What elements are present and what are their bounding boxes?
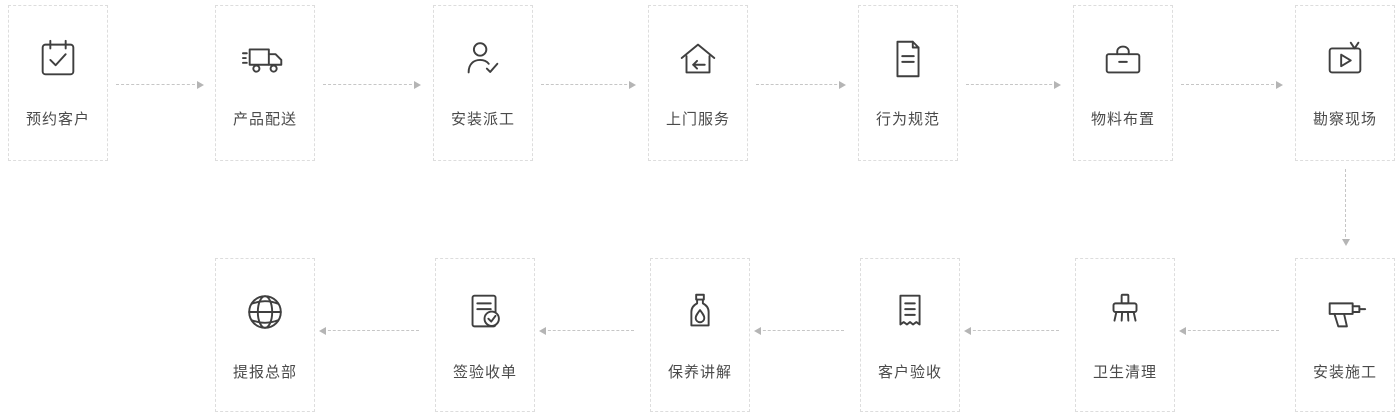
globe-icon [242, 289, 288, 335]
flow-arrow-left [964, 327, 1059, 335]
cleaning-brush-icon [1102, 289, 1148, 335]
flow-arrow-left [1179, 327, 1279, 335]
step-code-of-conduct: 行为规范 [858, 5, 958, 161]
drill-icon [1322, 289, 1368, 335]
materials-box-icon [1100, 36, 1146, 82]
home-service-icon [675, 36, 721, 82]
step-label: 提报总部 [232, 364, 297, 381]
site-survey-screen-icon [1322, 36, 1368, 82]
flow-arrow-right [323, 81, 421, 89]
step-materials: 物料布置 [1073, 5, 1173, 161]
step-appointment: 预约客户 [8, 5, 108, 161]
flow-arrow-right [756, 81, 846, 89]
flow-arrow-left [539, 327, 634, 335]
step-maintenance-explain: 保养讲解 [650, 258, 750, 412]
signed-receipt-icon [462, 289, 508, 335]
step-label: 上门服务 [665, 111, 730, 128]
step-label: 保养讲解 [667, 364, 732, 381]
flow-arrow-down [1342, 169, 1350, 246]
step-home-service: 上门服务 [648, 5, 748, 161]
step-label: 产品配送 [232, 111, 297, 128]
step-sign-receipt: 签验收单 [435, 258, 535, 412]
step-label: 预约客户 [25, 111, 90, 128]
flow-arrow-right [1181, 81, 1283, 89]
step-site-survey: 勘察现场 [1295, 5, 1395, 161]
step-report-hq: 提报总部 [215, 258, 315, 412]
step-label: 物料布置 [1090, 111, 1155, 128]
maintenance-oil-icon [677, 289, 723, 335]
step-delivery: 产品配送 [215, 5, 315, 161]
delivery-truck-icon [242, 36, 288, 82]
customer-acceptance-receipt-icon [887, 289, 933, 335]
step-label: 卫生清理 [1092, 364, 1157, 381]
flow-arrow-left [319, 327, 419, 335]
flow-arrow-right [541, 81, 636, 89]
step-cleaning: 卫生清理 [1075, 258, 1175, 412]
worker-dispatch-icon [460, 36, 506, 82]
step-dispatch: 安装派工 [433, 5, 533, 161]
step-label: 安装派工 [450, 111, 515, 128]
step-installation: 安装施工 [1295, 258, 1395, 412]
step-customer-acceptance: 客户验收 [860, 258, 960, 412]
step-label: 安装施工 [1312, 364, 1377, 381]
calendar-check-icon [35, 36, 81, 82]
step-label: 客户验收 [877, 364, 942, 381]
step-label: 签验收单 [452, 364, 517, 381]
step-label: 勘察现场 [1312, 111, 1377, 128]
step-label: 行为规范 [875, 111, 940, 128]
document-rules-icon [885, 36, 931, 82]
flow-arrow-right [966, 81, 1061, 89]
flow-arrow-right [116, 81, 204, 89]
flow-arrow-left [754, 327, 844, 335]
